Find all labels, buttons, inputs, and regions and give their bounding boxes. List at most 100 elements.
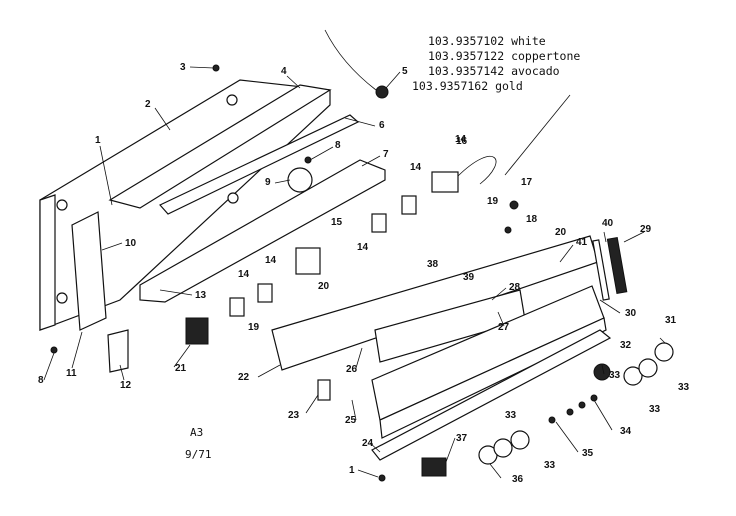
mounting-bracket xyxy=(139,159,386,303)
callout: 20 xyxy=(318,281,330,292)
panel-hole xyxy=(227,192,239,204)
screw-17 xyxy=(509,200,519,210)
callout: 10 xyxy=(125,238,137,249)
switch-15 xyxy=(295,247,321,275)
part-number-coppertone: 103.9357122 coppertone xyxy=(428,49,581,63)
callout: 14 xyxy=(238,269,250,280)
callout: 7 xyxy=(383,149,389,160)
panel-hole xyxy=(56,199,68,211)
trim-strip xyxy=(108,84,332,209)
drawing-code: A3 xyxy=(190,426,204,439)
callout-labels: 1 2 3 4 5 6 7 8 9 10 11 12 13 14 14 14 1… xyxy=(38,62,690,485)
knob-31 xyxy=(654,342,674,362)
light-tube xyxy=(159,114,360,215)
callout: 17 xyxy=(521,177,533,188)
callout: 37 xyxy=(456,433,468,444)
callout: 6 xyxy=(379,120,385,131)
front-panel-lower xyxy=(379,317,607,439)
callout: 12 xyxy=(120,380,132,391)
callout: 3 xyxy=(180,62,186,73)
knob-32 xyxy=(593,363,611,381)
lamp-socket-37 xyxy=(421,457,447,477)
callout: 21 xyxy=(175,363,187,374)
panel-hole xyxy=(56,292,68,304)
callout: 32 xyxy=(620,340,632,351)
drawing-date: 9/71 xyxy=(185,448,212,461)
callout: 2 xyxy=(145,99,151,110)
callout: 25 xyxy=(345,415,357,426)
timer-probe xyxy=(504,94,571,176)
back-panel-side xyxy=(39,194,56,331)
switch-14 xyxy=(257,283,273,303)
callout: 26 xyxy=(346,364,358,375)
callout: 18 xyxy=(526,214,538,225)
callout: 14 xyxy=(455,134,467,145)
callout: 22 xyxy=(238,372,250,383)
end-cap-trim xyxy=(592,239,610,301)
part-number-white: 103.9357102 white xyxy=(428,34,546,48)
screw-1 xyxy=(378,474,386,482)
knob-ring-33 xyxy=(493,438,513,458)
screw-18 xyxy=(504,226,512,234)
part-number-avocado: 103.9357142 avocado xyxy=(428,64,560,78)
callout: 31 xyxy=(665,315,677,326)
callout: 24 xyxy=(362,438,374,449)
callout: 33 xyxy=(678,382,690,393)
callout: 4 xyxy=(281,66,287,77)
timer-16 xyxy=(431,171,459,193)
callout: 33 xyxy=(609,370,621,381)
end-cap xyxy=(606,236,628,295)
switch-14 xyxy=(401,195,417,215)
knob-ring-33 xyxy=(510,430,530,450)
callout: 30 xyxy=(625,308,637,319)
callout: 11 xyxy=(66,368,77,379)
callout: 20 xyxy=(555,227,567,238)
callout: 1 xyxy=(349,465,355,476)
callout: 41 xyxy=(576,237,588,248)
callout: 13 xyxy=(195,290,207,301)
callout: 9 xyxy=(265,177,271,188)
callout: 19 xyxy=(487,196,499,207)
callout: 33 xyxy=(649,404,661,415)
callout: 35 xyxy=(582,448,594,459)
part-number-gold: 103.9357162 gold xyxy=(412,79,523,93)
screw-8 xyxy=(50,346,58,354)
callout: 40 xyxy=(602,218,614,229)
callout: 14 xyxy=(357,242,369,253)
callout: 1 xyxy=(95,135,101,146)
small-bracket xyxy=(107,329,129,373)
switch-14 xyxy=(229,297,245,317)
callout: 39 xyxy=(463,272,475,283)
lamp-5 xyxy=(375,85,389,99)
screw-8 xyxy=(304,156,312,164)
callout: 23 xyxy=(288,410,300,421)
screw-34 xyxy=(590,394,598,402)
callout: 38 xyxy=(427,259,439,270)
switch-21 xyxy=(185,317,209,345)
callout: 28 xyxy=(509,282,521,293)
callout: 29 xyxy=(640,224,652,235)
part-number-list: 103.9357102 white 103.9357122 coppertone… xyxy=(412,34,580,109)
callout: 8 xyxy=(38,375,44,386)
callout: 15 xyxy=(331,217,343,228)
lamp-wire-5 xyxy=(324,29,377,91)
callout: 34 xyxy=(620,426,632,437)
callout: 27 xyxy=(498,322,510,333)
callout: 19 xyxy=(248,322,260,333)
bottom-trim xyxy=(371,329,612,461)
callout: 5 xyxy=(402,66,408,77)
screw-34 xyxy=(578,401,586,409)
end-bracket xyxy=(71,211,107,331)
knob-ring-33 xyxy=(623,366,643,386)
clip-23 xyxy=(317,379,331,401)
callout: 36 xyxy=(512,474,524,485)
screw-35 xyxy=(548,416,556,424)
callout: 33 xyxy=(505,410,517,421)
timer-wire xyxy=(457,156,497,185)
bracket-hole xyxy=(287,167,313,193)
leader-lines xyxy=(43,66,666,479)
callout: 8 xyxy=(335,140,341,151)
callout: 33 xyxy=(544,460,556,471)
switch-14 xyxy=(371,213,387,233)
